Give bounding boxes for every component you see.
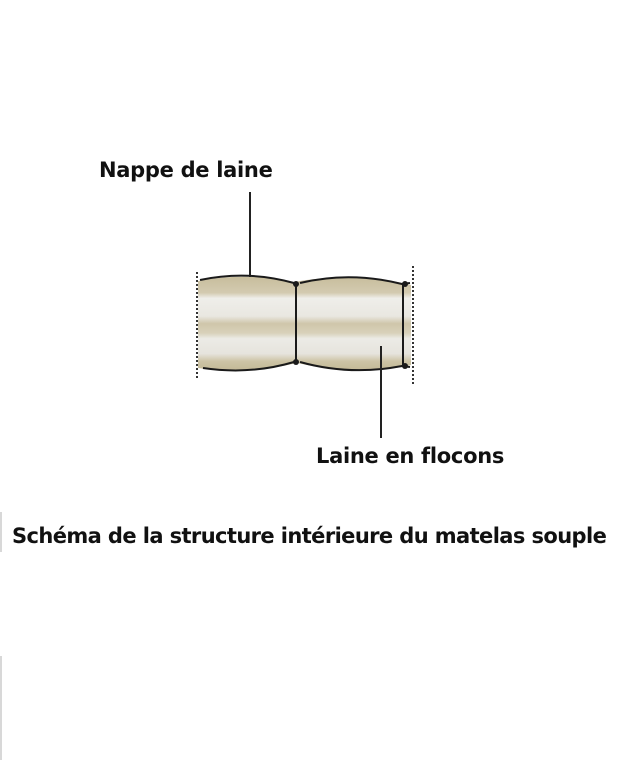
label-nappe-de-laine: Nappe de laine	[99, 158, 273, 182]
diagram-caption: Schéma de la structure intérieure du mat…	[12, 524, 607, 548]
leader-line-bottom	[380, 346, 382, 438]
label-laine-en-flocons: Laine en flocons	[316, 444, 505, 468]
left-edge-mark-1	[0, 512, 2, 552]
leader-line-top	[249, 192, 251, 284]
left-edge-mark-2	[0, 656, 2, 760]
